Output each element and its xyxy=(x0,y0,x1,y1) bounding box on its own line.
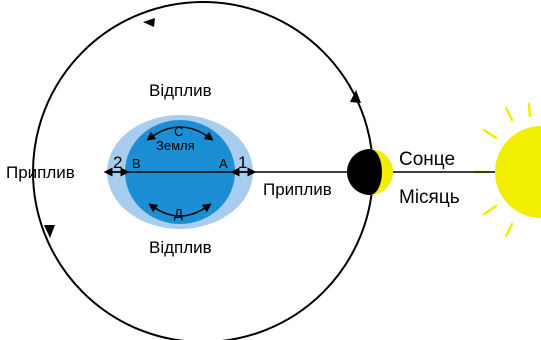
orbit-arrow-right xyxy=(350,90,361,103)
orbit-arrow-top xyxy=(143,18,155,27)
moon xyxy=(347,149,393,195)
label-ebb-bottom: Відплив xyxy=(149,238,212,257)
label-ebb-top: Відплив xyxy=(149,81,212,100)
label-point-c: С xyxy=(174,124,183,139)
label-earth: Земля xyxy=(156,138,195,153)
label-flood-right: Приплив xyxy=(263,180,332,199)
label-num-2: 2 xyxy=(113,153,122,172)
label-flood-left: Приплив xyxy=(6,163,75,182)
label-num-1: 1 xyxy=(238,153,247,172)
sun xyxy=(495,126,541,218)
label-point-d: Д xyxy=(174,206,183,221)
label-point-b: В xyxy=(132,156,141,171)
label-point-a: А xyxy=(219,156,228,171)
label-sun: Сонце xyxy=(399,149,455,170)
label-moon: Місяць xyxy=(399,187,460,208)
